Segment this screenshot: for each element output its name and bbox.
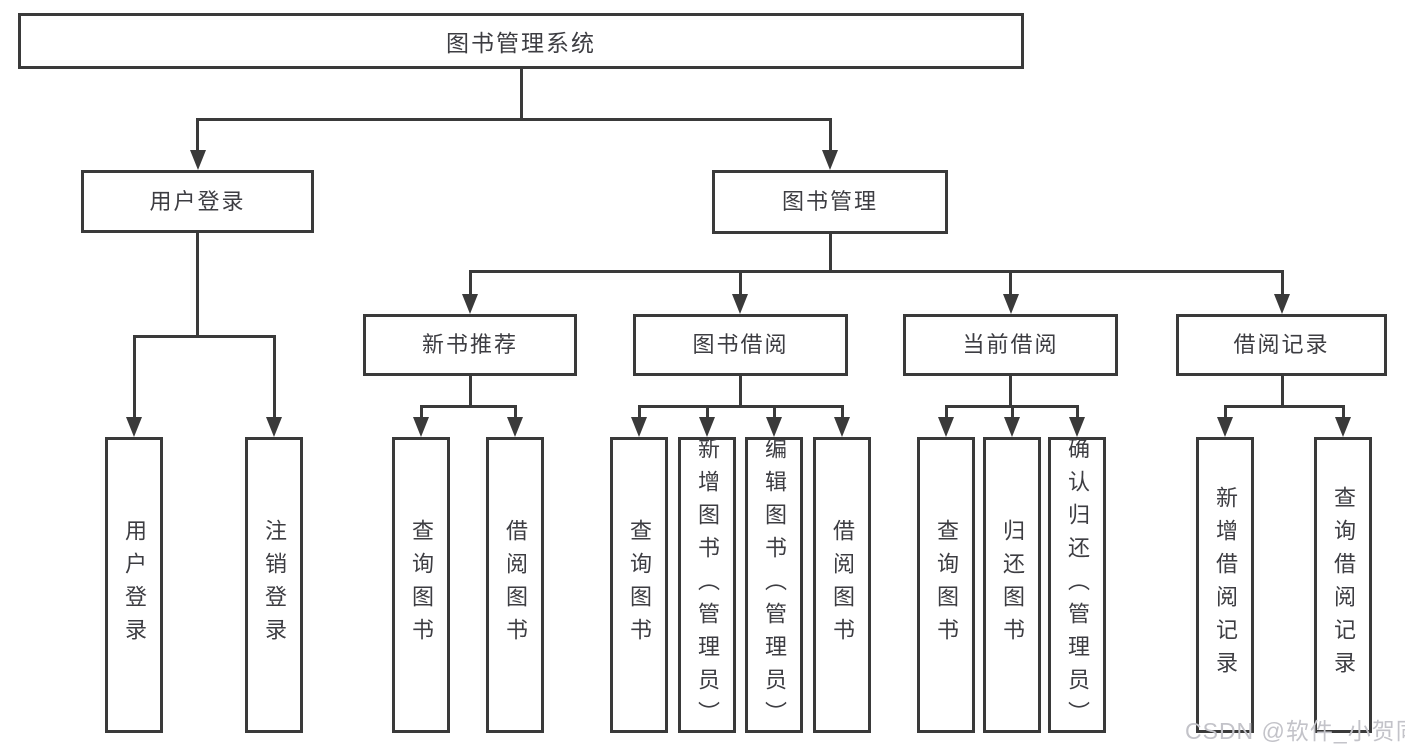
connector-line [419,405,423,419]
leaf-add-borrow-record: 新增借阅记录 [1196,437,1254,733]
arrow-down-icon [631,417,647,437]
arrow-down-icon [766,417,782,437]
leaf-query-borrow-record: 查询借阅记录 [1314,437,1372,733]
node-label: 借阅记录 [1233,332,1330,357]
arrow-down-icon [1335,417,1351,437]
arrow-down-icon [1217,417,1233,437]
leaf-label: 确认归还（管理员） [1065,436,1090,734]
node-label: 当前借阅 [962,332,1059,357]
connector-line [196,233,199,337]
arrow-down-icon [266,417,282,437]
arrow-down-icon [1274,294,1290,314]
leaf-confirm-return-admin: 确认归还（管理员） [1048,436,1106,734]
csdn-watermark: CSDN @软件_小贺同学 [1185,718,1405,744]
node-label: 用户登录 [149,188,246,214]
node-book-management: 图书管理 [712,170,948,234]
leaf-label: 新增借阅记录 [1213,486,1238,684]
arrow-down-icon [126,417,142,437]
connector-line [840,405,844,419]
leaf-label: 借阅图书 [830,519,855,651]
arrow-down-icon [699,417,715,437]
arrow-down-icon [189,150,206,170]
node-current-borrow: 当前借阅 [903,314,1118,376]
node-user-login: 用户登录 [81,170,314,233]
leaf-query-books-recommend: 查询图书 [392,437,450,733]
arrow-down-icon [822,150,838,170]
arrow-down-icon [413,417,429,437]
connector-line [828,234,832,272]
leaf-query-books-current: 查询图书 [917,437,975,733]
node-label: 图书管理系统 [446,30,596,56]
leaf-query-books-borrow: 查询图书 [610,437,668,733]
connector-line [132,334,136,420]
connector-line [705,405,709,419]
connector-line [944,405,948,419]
connector-line [468,376,472,407]
leaf-edit-book-admin: 编辑图书（管理员） [745,436,803,734]
leaf-label: 借阅图书 [503,519,528,651]
leaf-label: 新增图书（管理员） [695,436,720,734]
connector-line [272,334,276,420]
leaf-label: 查询图书 [409,519,434,651]
connector-line [1223,405,1227,419]
connector-line [738,376,742,407]
connector-line [132,334,276,338]
arrow-down-icon [938,417,954,437]
arrow-down-icon [507,417,523,437]
leaf-borrow-books-recommend: 借阅图书 [486,437,544,733]
node-label: 图书管理 [781,189,878,214]
connector-line [196,118,832,121]
connector-line [1280,270,1284,296]
connector-line [637,405,844,408]
connector-line [738,270,742,296]
leaf-user-login: 用户登录 [105,437,163,733]
arrow-down-icon [1069,417,1085,437]
connector-line [468,270,472,296]
leaf-label: 查询图书 [627,519,652,651]
connector-line [1223,405,1345,408]
node-borrow-records: 借阅记录 [1176,314,1387,376]
node-library-system: 图书管理系统 [18,13,1024,69]
connector-line [468,270,1284,273]
connector-line [1009,270,1012,296]
node-book-borrow: 图书借阅 [633,314,848,376]
leaf-label: 用户登录 [122,519,147,651]
arrow-down-icon [1002,294,1019,314]
node-label: 图书借阅 [692,332,789,357]
connector-line [513,405,517,419]
leaf-add-book-admin: 新增图书（管理员） [678,436,736,734]
arrow-down-icon [834,417,850,437]
connector-line [419,405,517,408]
connector-line [772,405,776,419]
connector-line [1009,376,1012,407]
leaf-label: 查询借阅记录 [1331,486,1356,684]
arrow-down-icon [1004,417,1020,437]
connector-line [828,118,832,152]
leaf-label: 查询图书 [934,519,959,651]
leaf-return-book: 归还图书 [983,437,1041,733]
arrow-down-icon [732,294,748,314]
connector-line [196,118,199,152]
node-new-book-recommend: 新书推荐 [363,314,577,376]
leaf-label: 注销登录 [262,519,287,651]
arrow-down-icon [462,294,478,314]
connector-line [519,69,523,120]
leaf-label: 编辑图书（管理员） [762,436,787,734]
leaf-label: 归还图书 [1000,519,1025,651]
connector-line [637,405,641,419]
connector-line [1341,405,1345,419]
connector-line [1075,405,1079,419]
node-label: 新书推荐 [421,332,518,357]
leaf-logout: 注销登录 [245,437,303,733]
leaf-borrow-books-borrow: 借阅图书 [813,437,871,733]
connector-line [1010,405,1014,419]
connector-line [1280,376,1284,407]
